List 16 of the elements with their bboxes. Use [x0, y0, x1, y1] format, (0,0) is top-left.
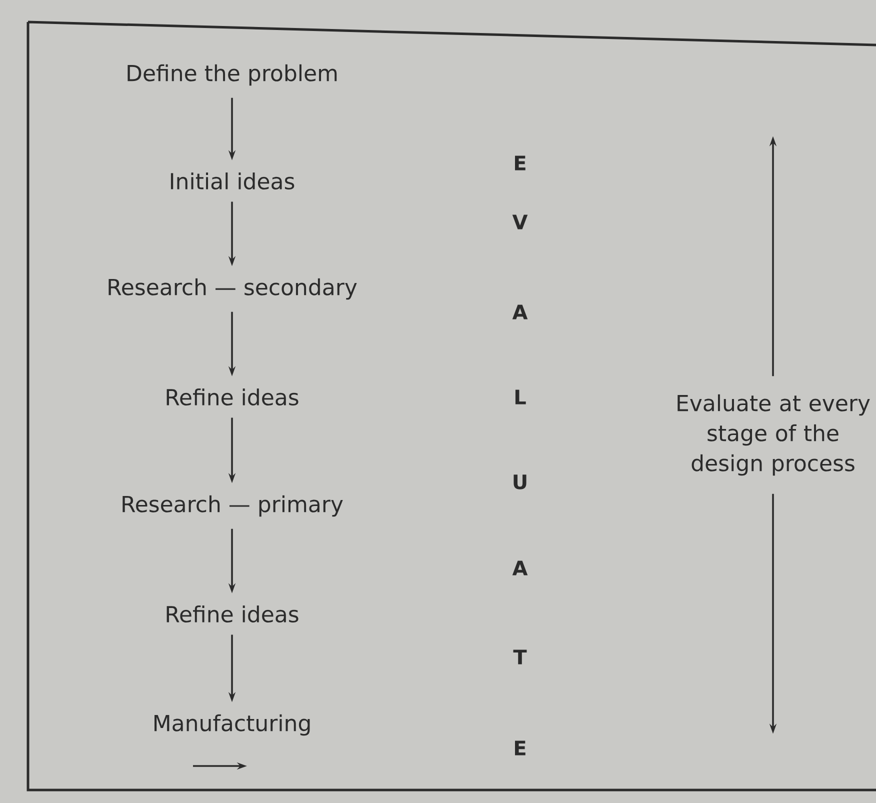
stage-text: Define the problem	[128, 64, 337, 86]
letter: L	[515, 390, 526, 404]
letter: V	[512, 214, 528, 230]
letter: T	[513, 650, 527, 664]
evaluate-note: Evaluate at every stage of the design process	[678, 394, 870, 476]
letter: E	[515, 740, 526, 756]
stage-text: Initial ideas	[170, 172, 294, 190]
letter: A	[512, 304, 528, 320]
stage-text: Refine ideas	[166, 388, 298, 406]
letter: U	[514, 474, 526, 490]
stage-text: Manufacturing	[154, 714, 310, 736]
stage-text: Refine ideas	[166, 605, 298, 622]
stage-text: Research — primary	[122, 495, 343, 517]
letter: E	[515, 156, 526, 170]
stage-text: Research — secondary	[108, 278, 357, 300]
letter: A	[512, 560, 528, 576]
